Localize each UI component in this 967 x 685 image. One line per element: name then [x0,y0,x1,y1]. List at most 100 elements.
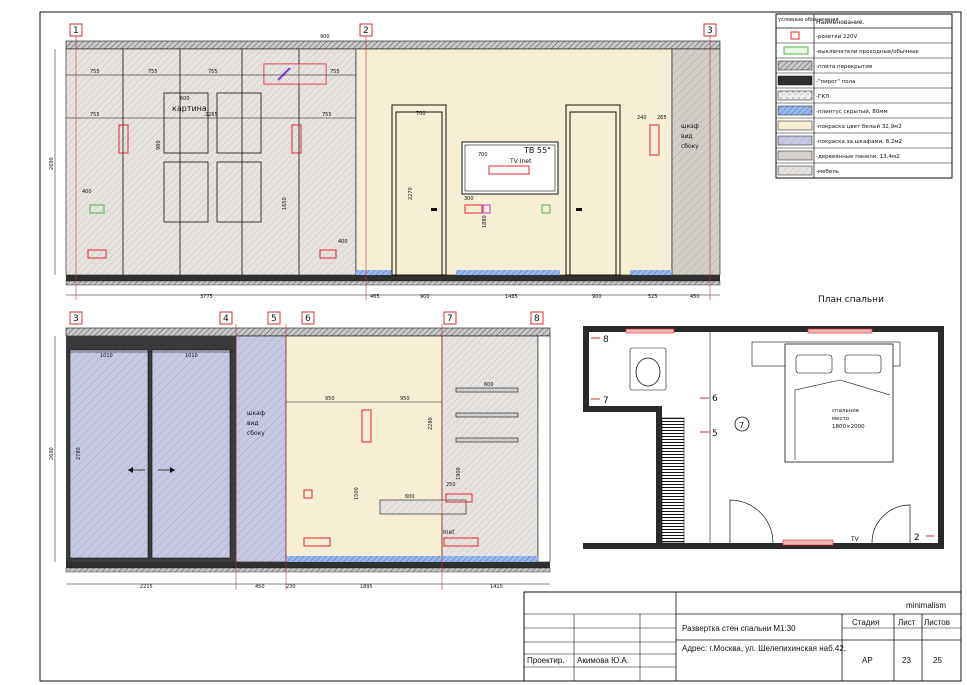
svg-text:700: 700 [478,152,488,158]
floor-slab [65,280,721,286]
svg-text:755: 755 [208,69,218,75]
svg-text:вид: вид [681,133,693,140]
svg-text:300: 300 [464,196,474,202]
floor-pie [66,275,720,281]
sheet-frame [39,11,962,682]
floor-pie-bottom [66,562,550,568]
plinth [456,270,560,275]
elevation-bottom: шкаф вид сбоку Inet [49,311,551,590]
wood-panel-icon [777,150,813,161]
red-marker-rect [361,409,372,443]
svg-text:2215: 2215 [140,584,153,590]
svg-text:6: 6 [305,314,311,324]
svg-text:755: 755 [322,112,332,118]
svg-text:2: 2 [914,533,920,543]
svg-text:1465: 1465 [505,294,518,300]
room-number: 7 [739,421,744,430]
slab-hatch-icon [777,60,813,71]
socket-icon [303,537,331,547]
svg-text:шкаф: шкаф [247,410,265,417]
svg-text:900: 900 [592,294,602,300]
inet-label: Inet [443,529,455,536]
svg-text:400: 400 [338,239,348,245]
socket-icon [464,204,484,214]
wardrobe-note-bottom: шкаф вид сбоку [247,410,265,437]
svg-text:755: 755 [330,69,340,75]
svg-text:700: 700 [416,111,426,117]
svg-text:240: 240 [637,115,647,121]
svg-text:1650: 1650 [282,197,288,210]
socket-icon [87,249,107,259]
door-swing [871,504,911,544]
legend-item-label: -плита перекрытия [816,64,872,70]
svg-text:465: 465 [370,294,380,300]
svg-text:450: 450 [255,584,265,590]
section-markers-top: 1 2 3 [69,23,717,37]
paint-white-icon [777,120,813,131]
legend-item-label: -выключатели проходные/обычные [816,49,919,55]
svg-text:сбоку: сбоку [681,143,699,150]
designer-name: Акимова Ю.А. [577,656,629,665]
svg-text:600: 600 [484,382,494,388]
svg-text:755: 755 [148,69,158,75]
svg-text:3: 3 [73,314,79,324]
socket-icon [445,493,473,503]
tv-panel [461,141,559,195]
drawing-title: Развертка стен спальни М1:30 [682,624,796,633]
svg-text:1: 1 [73,26,79,36]
sheet-label: Лист [898,618,916,627]
svg-text:1880: 1880 [482,215,488,228]
tv-sockets-icon [488,165,530,175]
plinth [630,270,672,275]
sheets-label: Листов [924,618,950,627]
room-number-circle [734,416,750,432]
wardrobe-side [671,48,721,276]
sheet-value: 23 [902,656,911,665]
plan-title: План спальни [818,295,884,305]
svg-text:2690: 2690 [49,157,55,170]
svg-text:980: 980 [156,140,162,150]
paint-cabinet-icon [777,135,813,146]
title-block: minimalism Развертка стен спальни М1:30 … [523,591,962,682]
gkl-icon [777,90,813,101]
svg-text:900: 900 [420,294,430,300]
svg-text:3: 3 [707,26,713,36]
wardrobe-plan [661,417,685,544]
svg-text:265: 265 [657,115,667,121]
svg-text:место: место [832,416,850,422]
switch-icon [541,204,551,214]
elevation-top: картина TB 55" TV Inet шкаф вид [49,23,721,300]
svg-text:спальное: спальное [832,408,860,414]
plinth-icon [777,105,813,116]
tv-inet-label: TV Inet [509,158,532,165]
svg-text:5: 5 [712,429,718,439]
floor-pie-icon [777,75,813,86]
picture-label: картина [172,104,207,113]
socket-icon [443,537,479,547]
svg-text:7: 7 [447,314,453,324]
tv-label: TB 55" [523,146,551,155]
svg-text:525: 525 [648,294,658,300]
svg-text:2270: 2270 [408,187,414,200]
shelf-niche [441,335,539,563]
svg-text:450: 450 [690,294,700,300]
legend-item-label: -покраска цвет белый 32,9м2 [816,123,902,130]
sheets-value: 25 [933,656,942,665]
svg-text:2280: 2280 [428,417,434,430]
legend-header-symbol: условные обозначения [778,17,839,23]
wardrobe-door-left [69,349,149,559]
pillow-icon [844,354,882,374]
svg-text:2690: 2690 [49,447,55,460]
svg-text:1895: 1895 [360,584,373,590]
svg-text:1010: 1010 [185,353,198,359]
toilet-icon [635,357,661,387]
lamp-icon [277,67,291,81]
brand-label: minimalism [906,601,946,610]
svg-text:600: 600 [405,494,415,500]
plan-tv-label: TV [850,536,860,543]
svg-text:950: 950 [325,396,335,402]
pictures [163,92,262,223]
socket-icon [481,204,491,214]
svg-text:7: 7 [603,396,609,406]
